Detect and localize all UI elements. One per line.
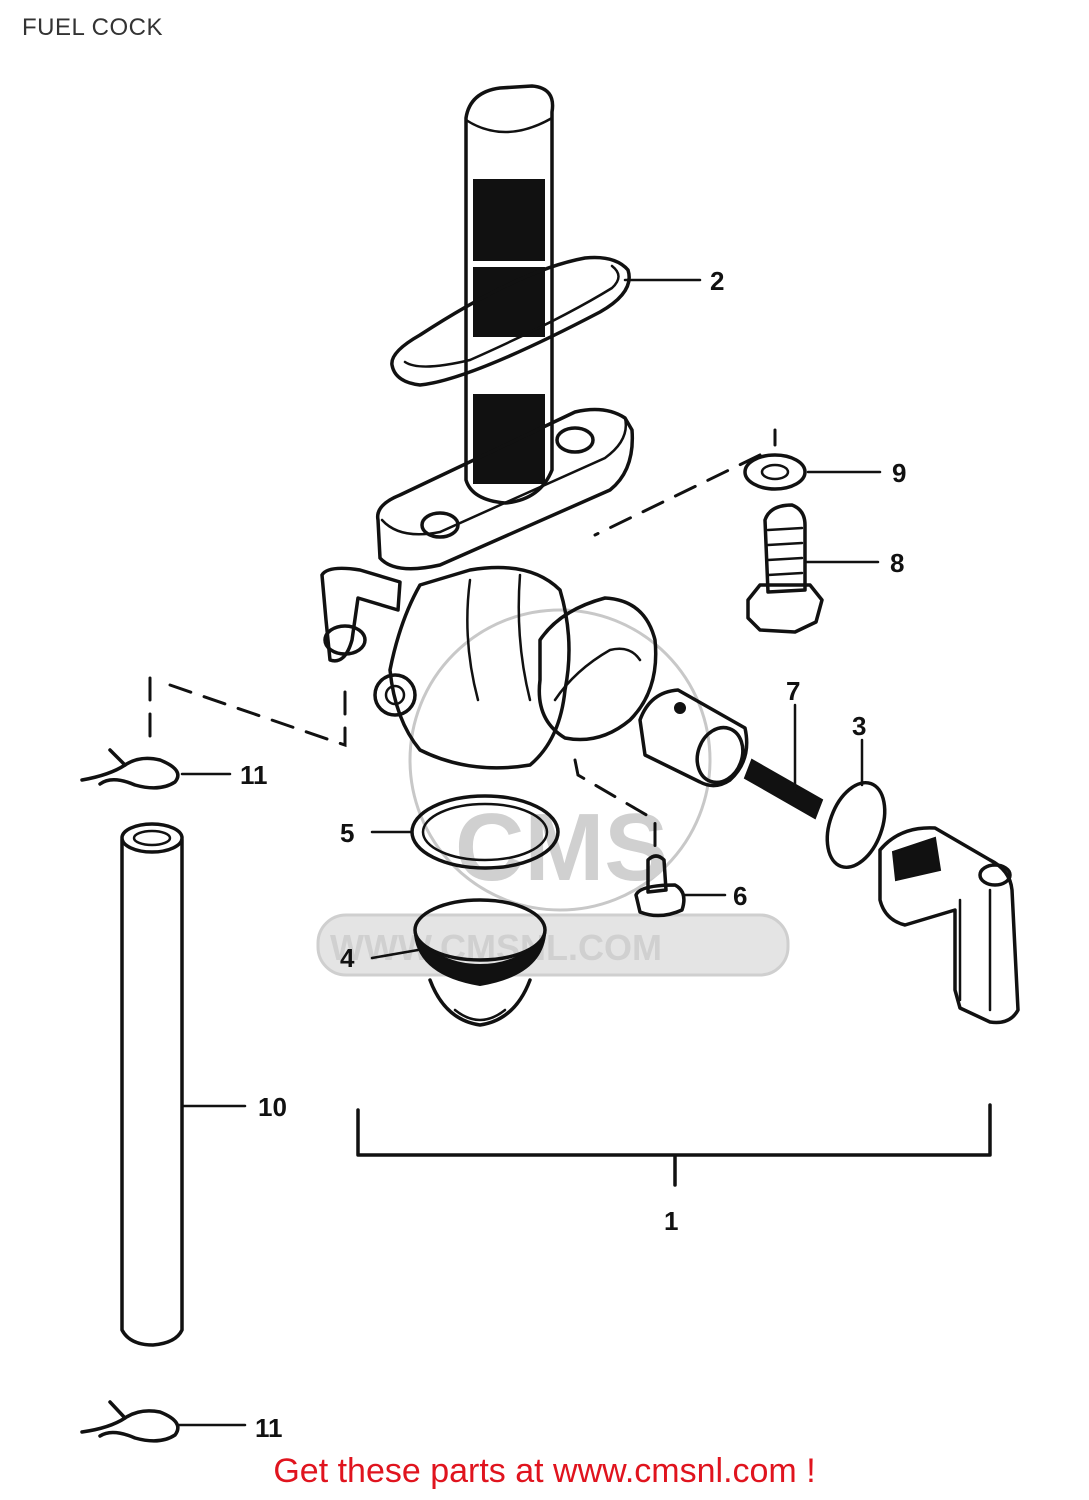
callout-7: 7 bbox=[786, 676, 800, 706]
callout-labels: 2 9 8 7 3 5 6 4 11 10 1 11 bbox=[240, 266, 906, 1443]
valve-body bbox=[320, 565, 658, 770]
o-ring-lever bbox=[825, 780, 887, 870]
bolt bbox=[746, 503, 824, 634]
hose bbox=[120, 822, 184, 1347]
strainer-pipe bbox=[464, 84, 555, 505]
watermark-url: WWW.CMSNL.COM bbox=[330, 927, 662, 968]
washer bbox=[743, 453, 807, 491]
callout-5: 5 bbox=[340, 818, 354, 848]
assembly-bracket bbox=[356, 1103, 992, 1187]
callout-6: 6 bbox=[733, 881, 747, 911]
page-title: FUEL COCK bbox=[22, 14, 163, 41]
screw bbox=[634, 854, 686, 918]
callout-11-bottom: 11 bbox=[255, 1413, 283, 1443]
spring bbox=[743, 758, 824, 820]
callout-3: 3 bbox=[852, 711, 866, 741]
cms-watermark: CMS WWW.CMSNL.COM bbox=[316, 608, 790, 977]
footer-link[interactable]: Get these parts at www.cmsnl.com ! bbox=[273, 1452, 816, 1490]
clip-top bbox=[80, 748, 180, 790]
o-ring-strainer bbox=[390, 255, 631, 387]
clip-bottom bbox=[80, 1400, 180, 1443]
callout-2: 2 bbox=[710, 266, 724, 296]
callout-9: 9 bbox=[892, 458, 906, 488]
guide-line-6 bbox=[573, 758, 657, 852]
lever-shaft bbox=[638, 688, 749, 788]
fuel-lever bbox=[878, 826, 1020, 1025]
guide-line-9 bbox=[593, 428, 777, 537]
watermark-logo: CMS bbox=[455, 794, 668, 901]
guide-line-11 bbox=[148, 676, 347, 748]
callout-10: 10 bbox=[258, 1092, 287, 1122]
callout-1: 1 bbox=[664, 1206, 678, 1236]
mounting-flange bbox=[375, 407, 635, 571]
leader-lines bbox=[176, 278, 882, 1427]
callout-8: 8 bbox=[890, 548, 904, 578]
callout-4: 4 bbox=[340, 943, 355, 973]
callout-11-top: 11 bbox=[240, 760, 268, 790]
cup-sediment bbox=[413, 898, 547, 1027]
